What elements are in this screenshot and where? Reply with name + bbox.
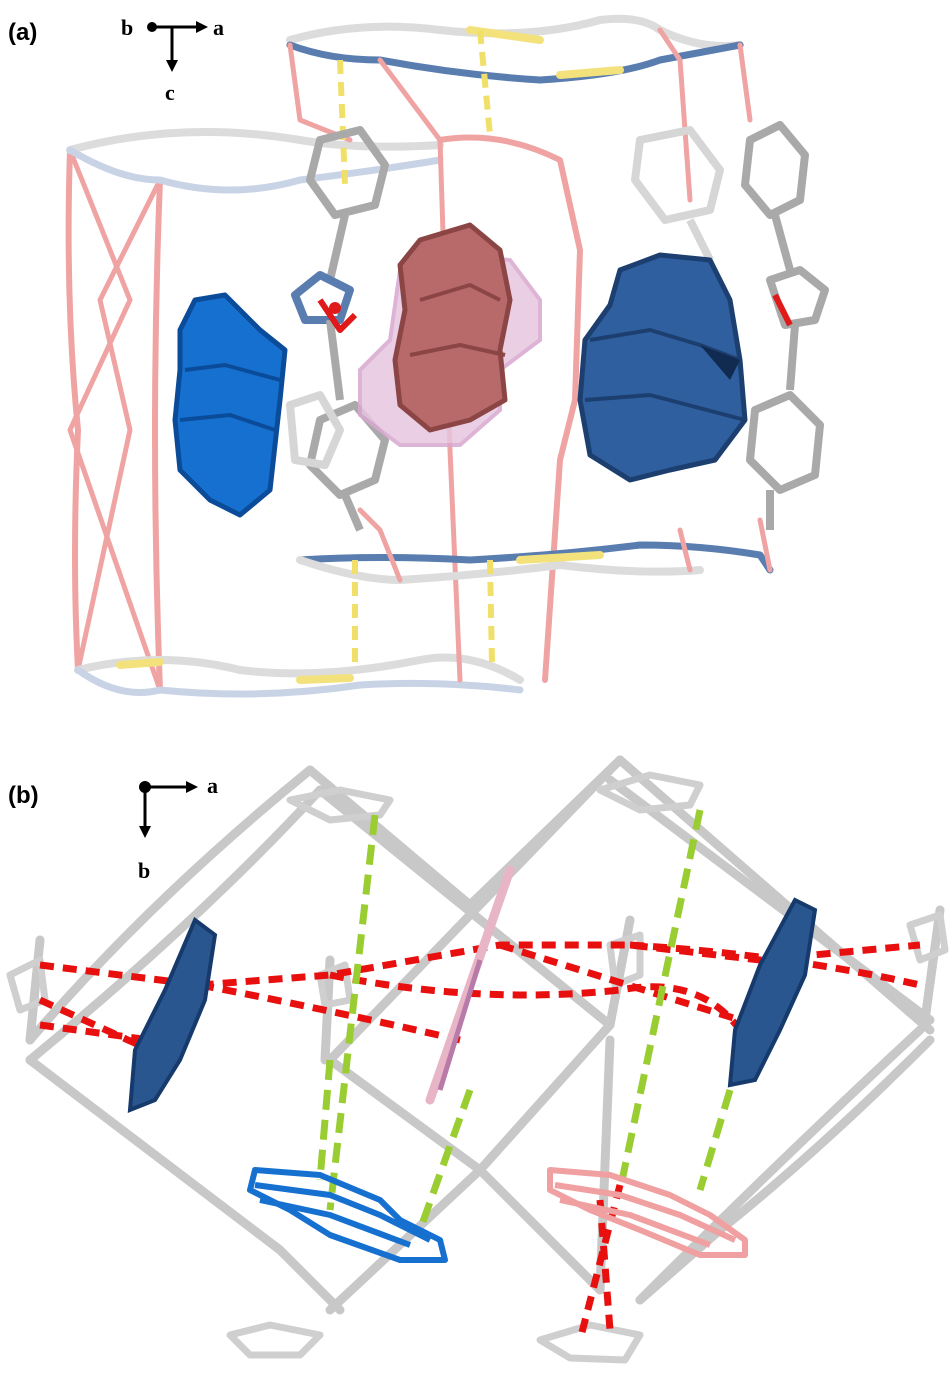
axes-indicator-a: b a c — [121, 15, 224, 105]
ligand-right — [741, 121, 829, 530]
green-dashed-contacts — [316, 809, 734, 1232]
axis-label-a-b: a — [207, 773, 218, 798]
pyrene-right-blue — [577, 252, 748, 483]
axis-label-c-a: c — [165, 80, 175, 105]
panel-a: b a c (a) — [8, 14, 829, 698]
panel-label-a: (a) — [8, 19, 37, 46]
pyrene-left-blue — [172, 292, 288, 518]
ligand-left — [291, 126, 389, 532]
axis-label-a-a: a — [213, 15, 224, 40]
right-cage-frame — [286, 14, 774, 683]
axes-indicator-b: a b — [138, 773, 218, 883]
yellow-dashed-contacts — [337, 29, 495, 666]
ligand-right-back — [286, 126, 724, 469]
axis-label-b-b: b — [138, 858, 150, 883]
pyrene-blue-right-edge — [727, 897, 818, 1088]
pyrene-brown — [392, 222, 513, 433]
axis-label-b-a: b — [121, 15, 133, 40]
gray-network — [25, 755, 945, 1315]
pyrene-blue-stacked — [247, 1167, 448, 1263]
panel-b: a b (b) — [6, 755, 949, 1364]
left-cage-frame — [65, 128, 524, 698]
pyrene-edge-on — [425, 865, 515, 1105]
pyrene-blue-left-edge — [127, 916, 218, 1114]
pyrene-pink-stacked — [547, 1167, 748, 1258]
panel-label-b: (b) — [8, 782, 39, 809]
